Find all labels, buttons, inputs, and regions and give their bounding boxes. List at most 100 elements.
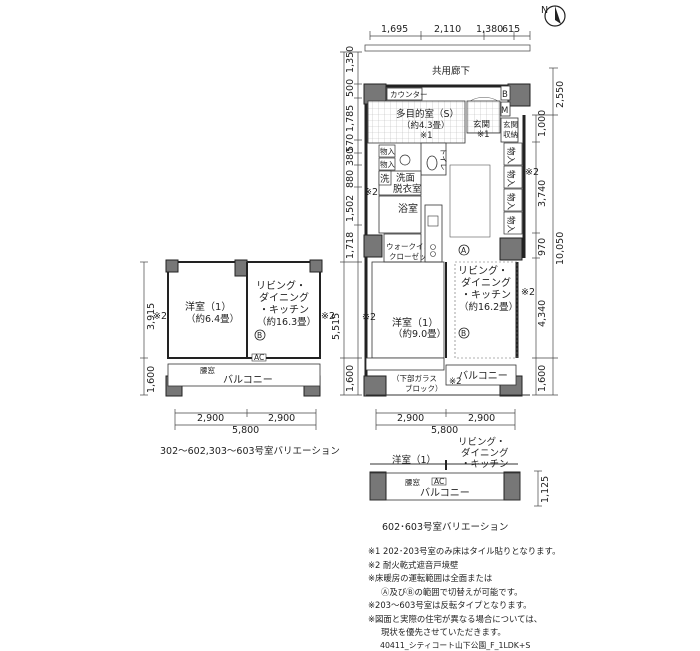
bedroom-area: （約9.0畳） bbox=[393, 328, 446, 340]
dim-left-7: 1,502 bbox=[345, 195, 356, 222]
columns bbox=[363, 83, 531, 397]
variation-1-plan: 3,915 1,600 洋室（1） （約6.4畳） リビング・ ダイニング ・キ… bbox=[140, 259, 340, 457]
var2-ac-box bbox=[431, 477, 447, 486]
dim-left-2: 500 bbox=[345, 79, 356, 97]
var2-caption: 602･603号室バリエーション bbox=[382, 521, 508, 533]
compass-icon: N bbox=[541, 5, 566, 27]
corridor-band bbox=[364, 44, 531, 52]
var1-ldk-label-1: リビング・ bbox=[256, 279, 306, 292]
dim-top-2: 2,110 bbox=[434, 24, 461, 35]
note2-mark-4: ※2 bbox=[521, 287, 535, 298]
top-dimension-line: 1,695 2,110 1,380 615 bbox=[369, 24, 531, 40]
var1-balcony-area bbox=[167, 363, 321, 387]
corridor-label: 共用廊下 bbox=[432, 65, 470, 77]
m-box bbox=[500, 101, 511, 117]
shoe-storage-label-1: 玄関 bbox=[503, 119, 518, 129]
variation-2-plan: 洋室（1） リビング・ ダイニング ・キッチン 腰窓 AC バルコニー 1,12… bbox=[369, 436, 551, 533]
dim-right-5: 10,050 bbox=[555, 232, 566, 265]
var1-column-3 bbox=[309, 259, 323, 273]
dim-right-7: 1,600 bbox=[537, 365, 548, 392]
circle-a-label: A bbox=[461, 246, 467, 255]
shoe-storage-label-2: 収納 bbox=[503, 129, 518, 139]
dim-left-4: 570 bbox=[345, 134, 356, 152]
balcony-area bbox=[445, 364, 517, 386]
var1-note2-mark-2: ※2 bbox=[321, 311, 335, 322]
var2-ldk-label-2: ダイニング bbox=[461, 447, 509, 459]
multipurpose-area: （約4.3畳） bbox=[402, 120, 450, 131]
closet-3-label: 物入 bbox=[505, 193, 516, 211]
right-dimension-line: 2,550 1,000 3,740 970 10,050 4,340 1,600 bbox=[532, 67, 566, 396]
dim-left-5: 380 bbox=[345, 148, 356, 166]
dim-bottom-1: 2,900 bbox=[397, 413, 424, 424]
kitchen-area bbox=[449, 164, 491, 238]
counter bbox=[386, 87, 423, 101]
dim-bottom-total: 5,800 bbox=[431, 425, 458, 436]
ldk-label-1: リビング・ bbox=[458, 264, 508, 277]
var2-balcony-area bbox=[369, 472, 521, 501]
var2-right-dimension: 1,125 bbox=[534, 470, 551, 507]
var1-ldk-label-2: ダイニング bbox=[259, 291, 309, 304]
dim-top-1: 1,695 bbox=[381, 24, 408, 35]
var2-ldk-label-3: ・キッチン bbox=[461, 459, 509, 470]
bedroom-label: 洋室（1） bbox=[392, 316, 438, 329]
dim-right-3: 3,740 bbox=[537, 180, 548, 207]
note-5: ※203～603号室は反転タイプとなります。 bbox=[368, 600, 532, 610]
dim-right-2: 1,000 bbox=[537, 110, 548, 137]
dim-left-8: 1,718 bbox=[345, 232, 356, 259]
closet-stack bbox=[503, 142, 523, 235]
bedroom-room bbox=[371, 261, 445, 359]
entrance-note: ※1 bbox=[477, 130, 490, 140]
kitchen-counter bbox=[424, 204, 443, 263]
dim-left-1: 1,350 bbox=[345, 46, 356, 73]
glass-block-window bbox=[365, 357, 445, 371]
washroom-label-1: 洗面 bbox=[396, 172, 415, 184]
multipurpose-label: 多目的室（S） bbox=[396, 108, 459, 120]
note-1: ※1 202･203号室のみ床はタイル貼りとなります。 bbox=[368, 546, 561, 556]
var1-column-1 bbox=[165, 259, 179, 273]
footer-code: 40411_シティコート山下公園_F_1LDK+S bbox=[380, 641, 531, 650]
var1-note2-mark-1: ※2 bbox=[153, 311, 167, 322]
dim-top-3: 1,380 bbox=[476, 24, 503, 35]
counter-label: カウンター bbox=[390, 90, 428, 99]
ldk-label-3: ・キッチン bbox=[461, 289, 511, 301]
balcony-label: バルコニー bbox=[458, 370, 508, 382]
var2-dim-right: 1,125 bbox=[540, 476, 551, 503]
note-7: 現状を優先させていただきます。 bbox=[381, 627, 506, 637]
var1-balcony-label: バルコニー bbox=[223, 374, 273, 386]
note2-mark-1: ※2 bbox=[364, 187, 378, 198]
note-4: Ⓐ及びⒷの範囲で切替えが可能です。 bbox=[381, 586, 523, 597]
var1-bottom-dimension: 2,900 2,900 5,800 bbox=[174, 409, 317, 436]
note2-mark-5: ※2 bbox=[449, 377, 462, 387]
compass-label: N bbox=[541, 5, 548, 16]
circle-b-icon: B bbox=[458, 327, 470, 339]
var2-balcony-label: バルコニー bbox=[420, 487, 470, 499]
storage-1 bbox=[378, 144, 396, 158]
glass-block-label-1: （下部ガラス bbox=[392, 373, 437, 383]
b-box-label: B bbox=[502, 90, 508, 100]
closet-4-label: 物入 bbox=[505, 216, 516, 234]
ldk-area: （約16.2畳） bbox=[459, 301, 518, 313]
var1-dim-left-2: 1,600 bbox=[146, 366, 157, 393]
var1-window-label: 腰窓 bbox=[200, 365, 215, 375]
notes-block: ※1 202･203号室のみ床はタイル貼りとなります。 ※2 耐火乾式遮音戸境壁… bbox=[368, 545, 688, 640]
glass-block-label-2: ブロック） bbox=[405, 383, 443, 393]
floor-heating-zone bbox=[454, 261, 518, 359]
note-6: ※図面と実際の住宅が異なる場合については、 bbox=[368, 613, 543, 624]
dim-right-1: 2,550 bbox=[555, 81, 566, 108]
sink-icon bbox=[399, 154, 411, 166]
bathroom bbox=[378, 195, 422, 234]
note2-mark-2: ※2 bbox=[362, 312, 376, 323]
var1-dim-bottom-total: 5,800 bbox=[232, 425, 259, 436]
var1-ac-box bbox=[251, 353, 267, 362]
entrance-label: 玄関 bbox=[473, 119, 490, 130]
var1-caption: 302～602,303～603号室バリエーション bbox=[160, 445, 340, 457]
toilet-label: トイレ bbox=[439, 148, 448, 171]
dim-left-9: 5,515 bbox=[331, 313, 342, 340]
left-dimension-line: 1,350 500 1,785 570 380 880 1,502 1,718 … bbox=[331, 46, 362, 396]
var1-ac-label: AC bbox=[254, 353, 264, 362]
washroom-label-2: 脱衣室 bbox=[393, 183, 422, 195]
storage-2 bbox=[378, 157, 396, 171]
bathroom-label: 浴室 bbox=[398, 202, 418, 215]
var1-bedroom-area: （約6.4畳） bbox=[186, 313, 239, 325]
